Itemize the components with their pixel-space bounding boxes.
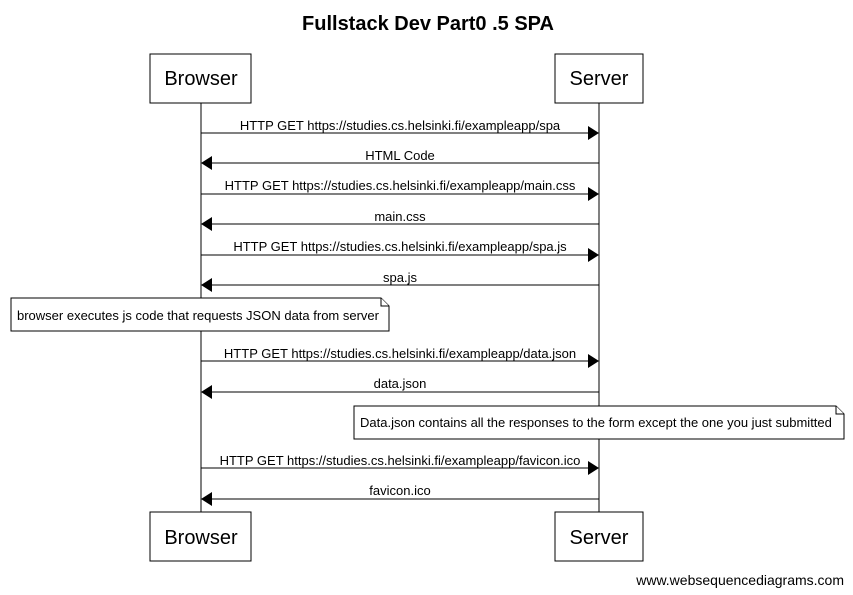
note-text: Data.json contains all the responses to … bbox=[360, 415, 832, 430]
arrowhead bbox=[201, 385, 212, 399]
note-browser-executes-js: browser executes js code that requests J… bbox=[10, 297, 390, 332]
message-favicon: favicon.ico bbox=[201, 483, 599, 506]
browser-actor-top: Browser bbox=[149, 53, 252, 104]
note-text: browser executes js code that requests J… bbox=[17, 308, 380, 323]
message-get-spa: HTTP GET https://studies.cs.helsinki.fi/… bbox=[201, 118, 599, 140]
arrowhead bbox=[588, 126, 599, 140]
server-actor-top: Server bbox=[554, 53, 644, 104]
arrowhead bbox=[588, 248, 599, 262]
arrowhead bbox=[201, 217, 212, 231]
message-label: HTTP GET https://studies.cs.helsinki.fi/… bbox=[233, 239, 567, 254]
message-get-main-css: HTTP GET https://studies.cs.helsinki.fi/… bbox=[201, 178, 599, 201]
message-label: HTTP GET https://studies.cs.helsinki.fi/… bbox=[225, 178, 576, 193]
message-label: favicon.ico bbox=[369, 483, 430, 498]
message-main-css: main.css bbox=[201, 209, 599, 231]
message-label: spa.js bbox=[383, 270, 417, 285]
message-label: data.json bbox=[374, 376, 427, 391]
message-get-spa-js: HTTP GET https://studies.cs.helsinki.fi/… bbox=[201, 239, 599, 262]
message-data-json: data.json bbox=[201, 376, 599, 399]
message-html-code: HTML Code bbox=[201, 148, 599, 170]
message-spa-js: spa.js bbox=[201, 270, 599, 292]
message-label: HTTP GET https://studies.cs.helsinki.fi/… bbox=[224, 346, 576, 361]
arrowhead bbox=[588, 187, 599, 201]
watermark-link[interactable]: www.websequencediagrams.com bbox=[635, 572, 844, 588]
browser-actor-bottom: Browser bbox=[149, 511, 252, 562]
browser-actor-label: Browser bbox=[164, 527, 238, 549]
message-label: HTTP GET https://studies.cs.helsinki.fi/… bbox=[220, 453, 581, 468]
message-get-favicon: HTTP GET https://studies.cs.helsinki.fi/… bbox=[201, 453, 599, 475]
browser-actor-label: Browser bbox=[164, 68, 238, 90]
arrowhead bbox=[201, 156, 212, 170]
diagram-title: Fullstack Dev Part0 .5 SPA bbox=[302, 13, 554, 35]
server-actor-bottom: Server bbox=[554, 511, 644, 562]
server-actor-label: Server bbox=[570, 68, 629, 90]
arrowhead bbox=[201, 492, 212, 506]
server-actor-label: Server bbox=[570, 527, 629, 549]
message-label: HTML Code bbox=[365, 148, 435, 163]
arrowhead bbox=[588, 354, 599, 368]
arrowhead bbox=[201, 278, 212, 292]
arrowhead bbox=[588, 461, 599, 475]
message-label: main.css bbox=[374, 209, 426, 224]
note-data-json-contents: Data.json contains all the responses to … bbox=[353, 405, 845, 440]
message-get-data-json: HTTP GET https://studies.cs.helsinki.fi/… bbox=[201, 346, 599, 368]
message-label: HTTP GET https://studies.cs.helsinki.fi/… bbox=[240, 118, 561, 133]
